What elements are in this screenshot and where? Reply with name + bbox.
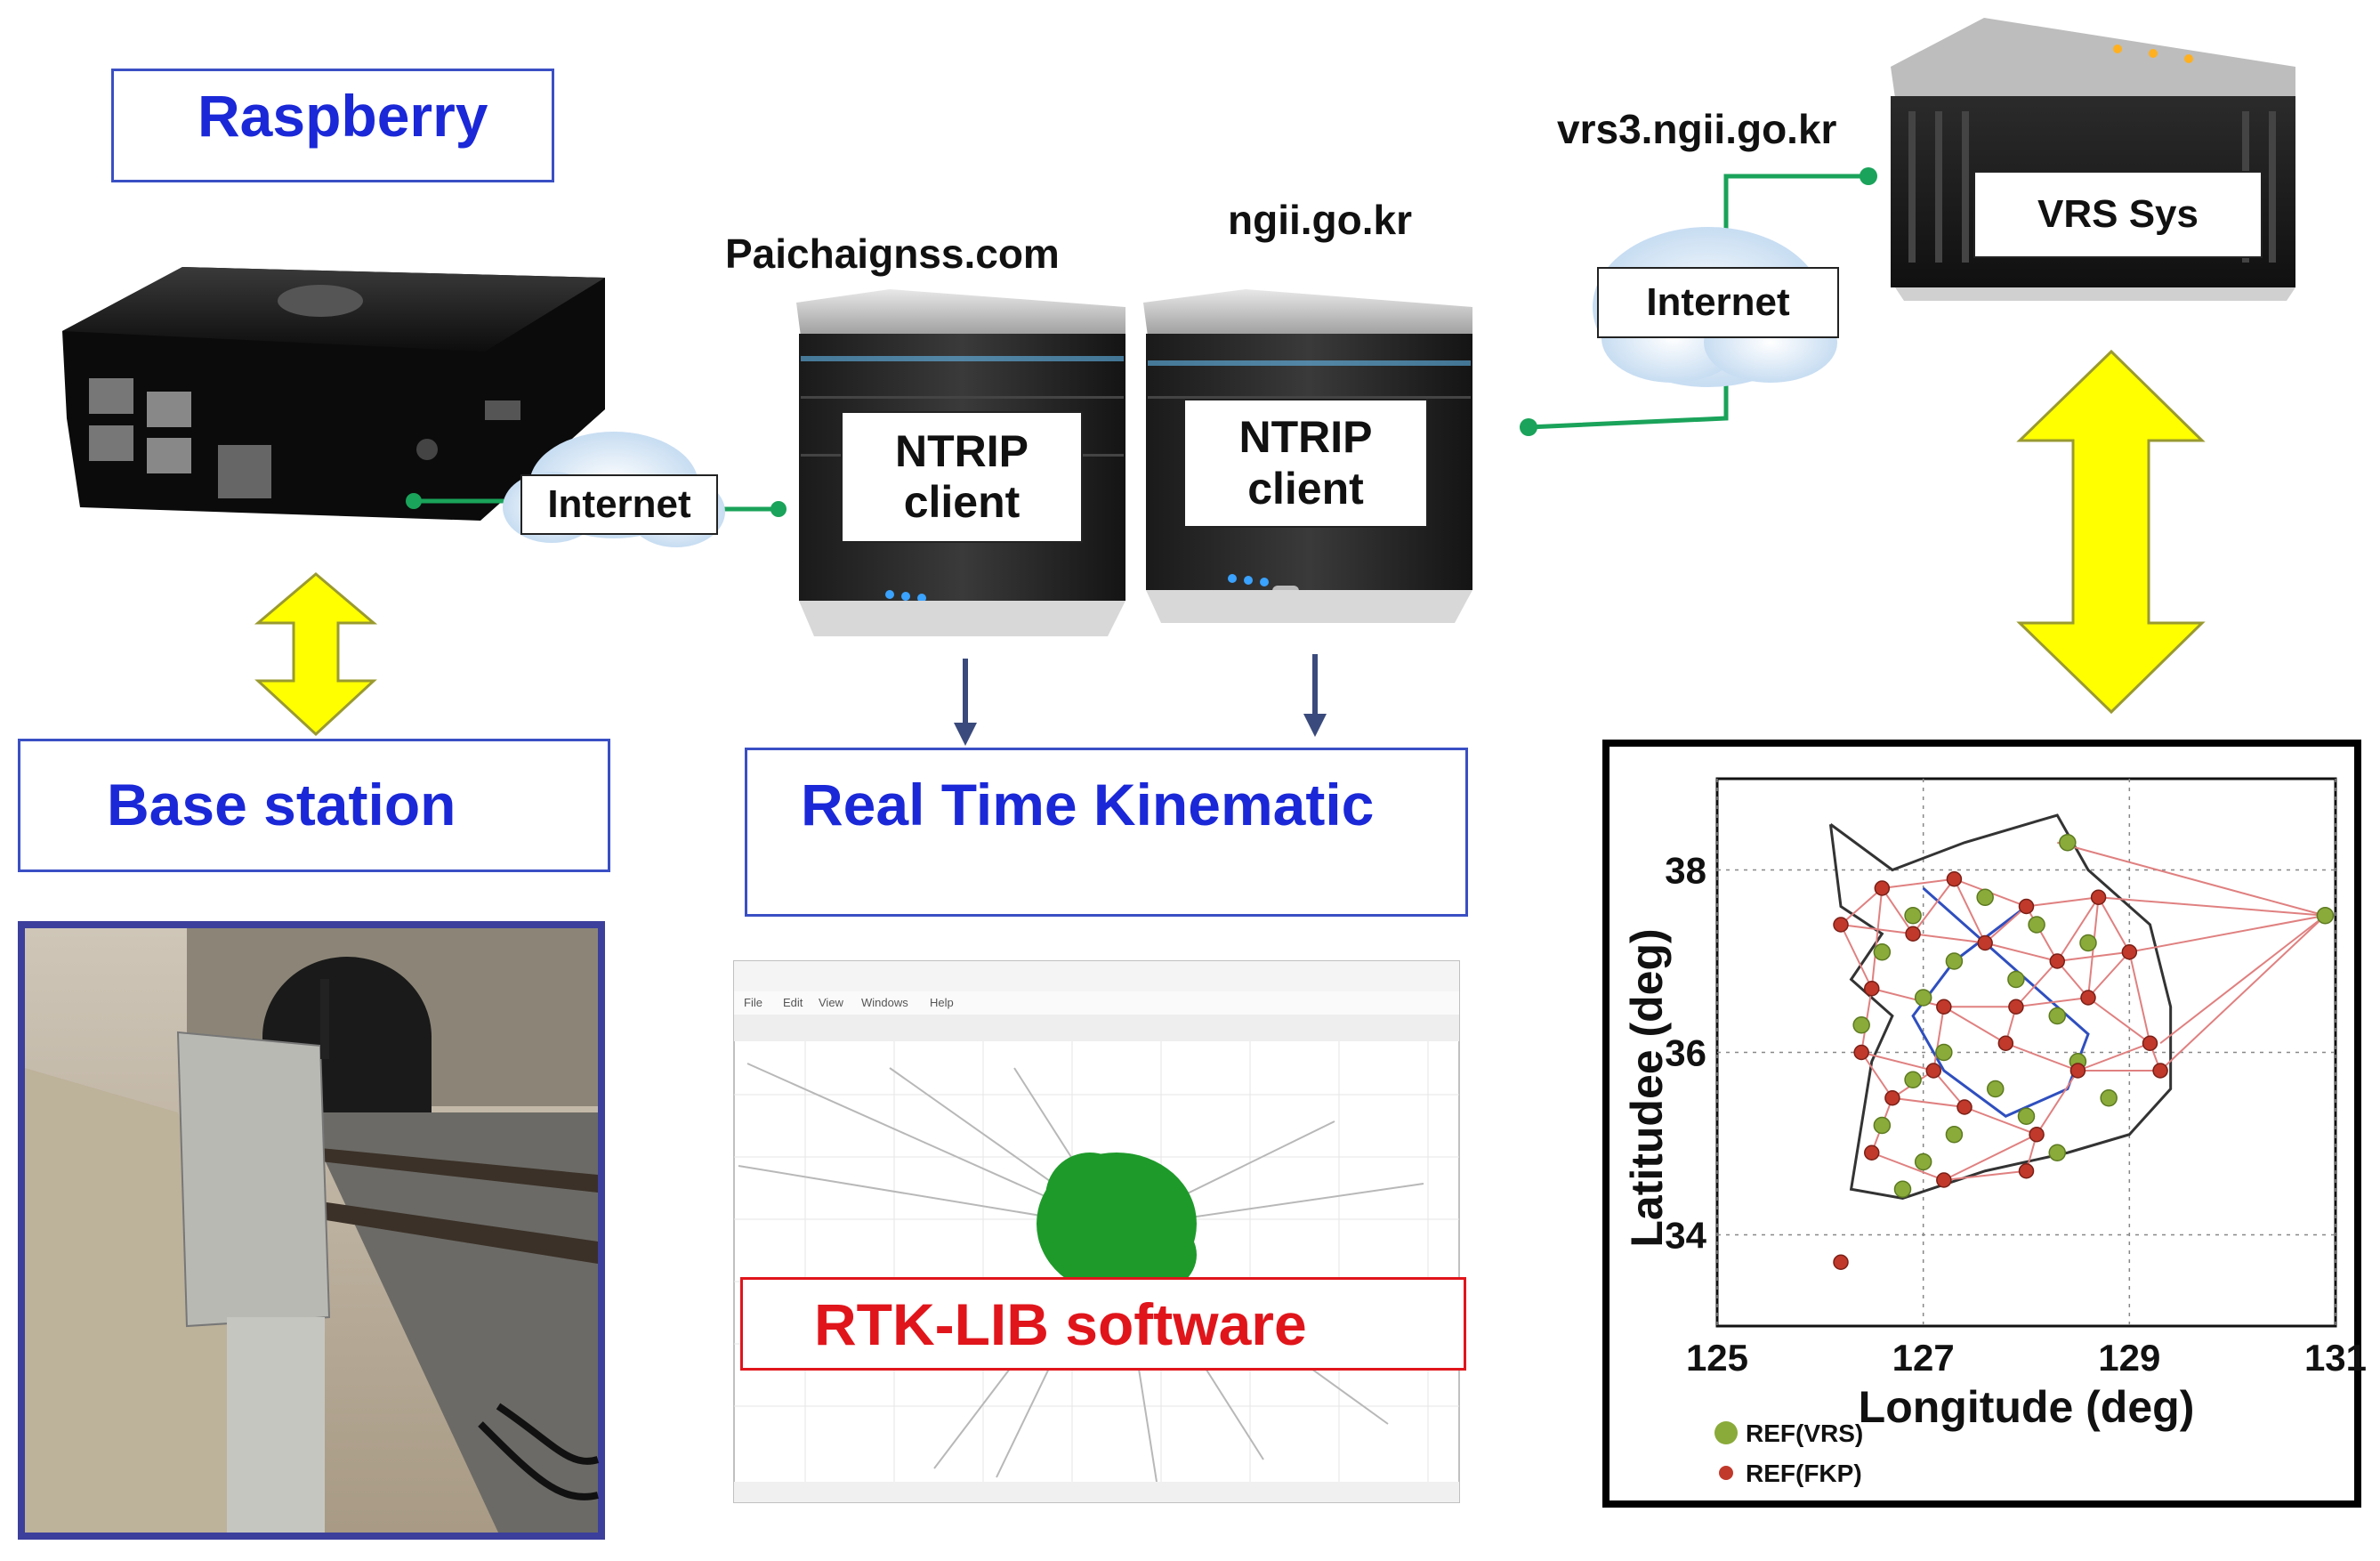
vrs-point [1895, 1181, 1911, 1197]
base-station-link-arrow [258, 574, 374, 734]
menu-help: Help [930, 996, 954, 1009]
vrs-point [1977, 889, 1993, 905]
fkp-point [2050, 954, 2064, 968]
fkp-point [2122, 945, 2136, 959]
fkp-point [1865, 982, 1879, 996]
x-tick-label: 127 [1892, 1337, 1955, 1379]
internet-label-right: Internet [1597, 267, 1839, 338]
legend-marker [1719, 1466, 1733, 1480]
fkp-point [1947, 872, 1961, 886]
fkp-point [1937, 999, 1951, 1014]
x-axis-label: Longitude (deg) [1859, 1382, 2195, 1432]
vrs-point [1916, 1154, 1932, 1170]
fkp-point [2029, 1128, 2044, 1142]
fkp-point [1834, 918, 1848, 932]
ntrip-client-label-ngii: NTRIP client [1183, 399, 1428, 528]
vrs-point [2008, 972, 2024, 988]
down-arrow-paichai [954, 659, 977, 746]
fkp-point [2009, 999, 2023, 1014]
menu-file: File [744, 996, 762, 1009]
vrs-point [2049, 1144, 2065, 1161]
y-tick-label: 38 [1665, 850, 1706, 892]
fkp-point [1834, 1255, 1848, 1269]
fkp-point [2020, 1164, 2034, 1178]
x-tick-label: 125 [1686, 1337, 1748, 1379]
vrs-point [1916, 990, 1932, 1006]
vrs-point [2049, 1008, 2065, 1024]
down-arrow-ngii [1303, 654, 1327, 737]
vrs-point [2019, 1108, 2035, 1124]
base-station-photo [18, 921, 605, 1540]
legend-label: REF(FKP) [1746, 1460, 1862, 1487]
fkp-point [1854, 1046, 1868, 1060]
vrs-point [2060, 835, 2076, 851]
legend-label: REF(VRS) [1746, 1419, 1863, 1447]
vrs-server-rack-image [1891, 18, 2295, 301]
fkp-point [1906, 926, 1920, 941]
x-tick-label: 129 [2098, 1337, 2160, 1379]
vrs-point [2080, 935, 2096, 951]
fkp-point [1937, 1173, 1951, 1187]
vrs-point [1946, 1127, 1962, 1143]
fkp-point [2020, 900, 2034, 914]
rtklib-window-image [734, 961, 1459, 1502]
fkp-point [1978, 936, 1992, 950]
fkp-point [1957, 1100, 1972, 1114]
fkp-point [1885, 1091, 1900, 1105]
y-axis-label: Latitudee (deg) [1622, 928, 1672, 1247]
fkp-point [2092, 890, 2106, 904]
vrs-point [1874, 944, 1890, 960]
ntrip-client-label-paichai: NTRIP client [841, 411, 1083, 543]
vrs-link-arrow [2020, 352, 2202, 712]
menu-view: View [819, 996, 844, 1009]
fkp-point [2153, 1064, 2167, 1078]
vrs-point [1946, 953, 1962, 969]
legend-marker [1714, 1421, 1738, 1444]
menu-windows: Windows [861, 996, 908, 1009]
fkp-point [2070, 1064, 2085, 1078]
vrs-point [1853, 1017, 1869, 1033]
rtklib-software-label: RTK-LIB software [814, 1290, 1307, 1358]
vrs-point [1905, 908, 1921, 924]
vrs-sys-label: VRS Sys [1973, 171, 2263, 258]
vrs-point [1874, 1118, 1890, 1134]
x-tick-label: 131 [2304, 1337, 2367, 1379]
fkp-point [1865, 1145, 1879, 1160]
fkp-point [1875, 881, 1889, 895]
fkp-point [1998, 1036, 2013, 1050]
vrs-point [2101, 1090, 2117, 1106]
vrs-point [2029, 917, 2045, 933]
vrs-point [1905, 1072, 1921, 1088]
vrs-point [1936, 1045, 1952, 1061]
internet-label-left: Internet [520, 474, 718, 535]
vrs-point [1988, 1081, 2004, 1097]
fkp-point [2143, 1036, 2158, 1050]
vrs-point [2317, 908, 2333, 924]
menu-edit: Edit [783, 996, 803, 1009]
fkp-point [1926, 1064, 1940, 1078]
fkp-point [2081, 991, 2095, 1005]
